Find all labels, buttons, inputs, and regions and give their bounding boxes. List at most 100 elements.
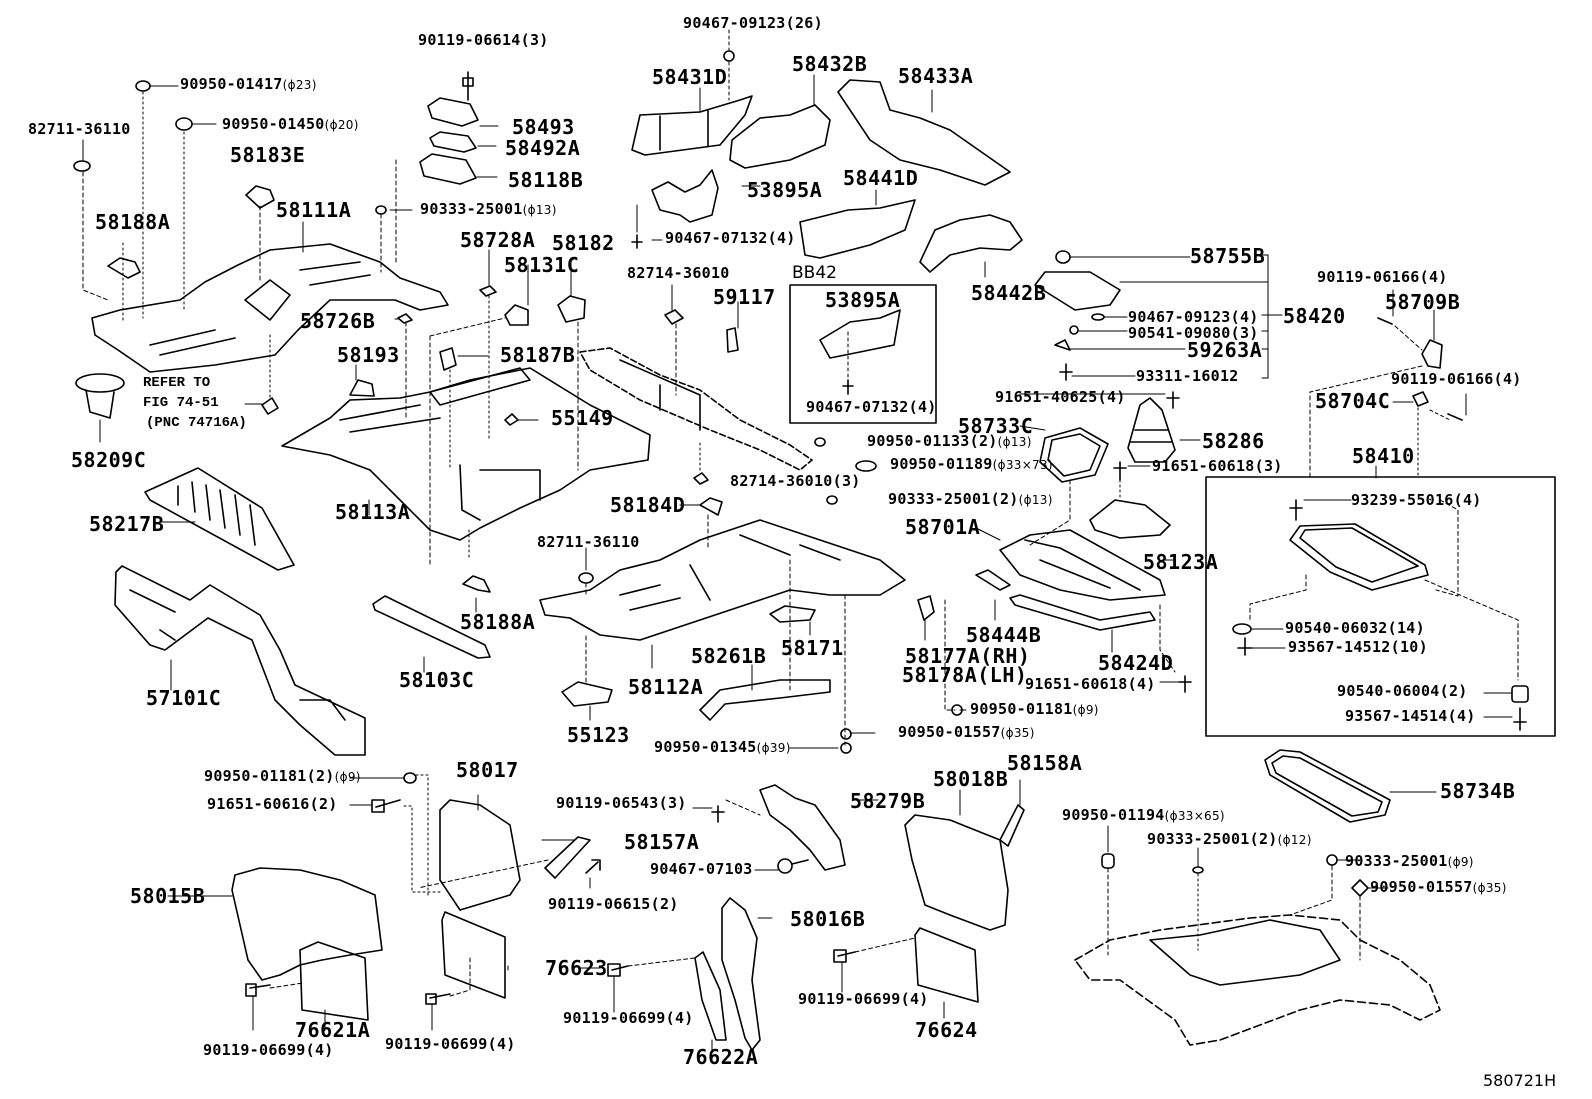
part-label[interactable]: 90467-07132(4) bbox=[806, 398, 937, 416]
part-label[interactable]: 58432B bbox=[792, 52, 868, 76]
part-label[interactable]: 53895A bbox=[747, 178, 823, 202]
part-label[interactable]: 58420 bbox=[1283, 304, 1346, 328]
part-label[interactable]: 58493 bbox=[512, 115, 575, 139]
part-label[interactable]: 58113A bbox=[335, 500, 411, 524]
part-label[interactable]: 58178A(LH) bbox=[902, 663, 1028, 687]
part-label[interactable]: 90333-25001(ϕ13) bbox=[420, 200, 557, 218]
part-label[interactable]: 58016B bbox=[790, 907, 866, 931]
part-label[interactable]: 58123A bbox=[1143, 550, 1219, 574]
part-label[interactable]: 58187B bbox=[500, 343, 576, 367]
part-label[interactable]: 90950-01450(ϕ20) bbox=[222, 115, 359, 133]
part-label[interactable]: 76622A bbox=[683, 1045, 759, 1069]
part-label[interactable]: 90467-09123(4) bbox=[1128, 308, 1259, 326]
part-label[interactable]: 58279B bbox=[850, 789, 926, 813]
part-label[interactable]: 90119-06699(4) bbox=[563, 1009, 694, 1027]
part-label[interactable]: 58728A bbox=[460, 228, 536, 252]
part-label[interactable]: 90119-06699(4) bbox=[798, 990, 929, 1008]
part-label[interactable]: 58209C bbox=[71, 448, 147, 472]
part-label[interactable]: 90540-06004(2) bbox=[1337, 682, 1468, 700]
part-label[interactable]: 55123 bbox=[567, 723, 630, 747]
part-label[interactable]: 58177A(RH) bbox=[905, 644, 1031, 668]
part-label[interactable]: 90119-06166(4) bbox=[1317, 268, 1448, 286]
part-label[interactable]: 90950-01133(2)(ϕ13) bbox=[867, 432, 1032, 450]
part-label[interactable]: 90950-01194(ϕ33×65) bbox=[1062, 806, 1225, 824]
part-label[interactable]: 58188A bbox=[460, 610, 536, 634]
part-label[interactable]: 91651-60618(4) bbox=[1025, 675, 1156, 693]
part-label[interactable]: 90333-25001(2)(ϕ13) bbox=[888, 490, 1053, 508]
part-label[interactable]: 59263A bbox=[1187, 338, 1263, 362]
part-label[interactable]: 76623 bbox=[545, 956, 608, 980]
part-label[interactable]: 58184D bbox=[610, 493, 686, 517]
part-label[interactable]: 58492A bbox=[505, 136, 581, 160]
part-label[interactable]: 90119-06699(4) bbox=[385, 1035, 516, 1053]
part-label[interactable]: 58111A bbox=[276, 198, 352, 222]
part-label[interactable]: 90950-01181(2)(ϕ9) bbox=[204, 767, 361, 785]
part-label[interactable]: 59117 bbox=[713, 285, 776, 309]
part-label[interactable]: 58171 bbox=[781, 636, 844, 660]
part-label[interactable]: 82711-36110 bbox=[537, 533, 640, 551]
refer-note-line2[interactable]: FIG 74-51 bbox=[143, 395, 219, 411]
part-label[interactable]: 91651-60616(2) bbox=[207, 795, 338, 813]
part-label[interactable]: 58444B bbox=[966, 623, 1042, 647]
part-label[interactable]: 58726B bbox=[300, 309, 376, 333]
part-label[interactable]: 58701A bbox=[905, 515, 981, 539]
part-label[interactable]: 90950-01181(ϕ9) bbox=[970, 700, 1099, 718]
part-label[interactable]: 90467-07132(4) bbox=[665, 229, 796, 247]
part-label[interactable]: 90467-09123(26) bbox=[683, 14, 823, 32]
part-label[interactable]: 82714-36010(3) bbox=[730, 472, 861, 490]
part-label[interactable]: 58704C bbox=[1315, 389, 1391, 413]
part-label[interactable]: 57101C bbox=[146, 686, 222, 710]
part-label[interactable]: 76624 bbox=[915, 1018, 978, 1042]
part-label[interactable]: 58410 bbox=[1352, 444, 1415, 468]
part-label[interactable]: 90333-25001(2)(ϕ12) bbox=[1147, 830, 1312, 848]
part-label[interactable]: 90333-25001(ϕ9) bbox=[1345, 852, 1474, 870]
part-label[interactable]: 58015B bbox=[130, 884, 206, 908]
part-label[interactable]: 90467-07103 bbox=[650, 860, 753, 878]
part-label[interactable]: 90950-01189(ϕ33×73) bbox=[890, 455, 1053, 473]
part-label[interactable]: 90950-01345(ϕ39) bbox=[654, 738, 791, 756]
part-label[interactable]: 58261B bbox=[691, 644, 767, 668]
part-label[interactable]: 58709B bbox=[1385, 290, 1461, 314]
part-label[interactable]: 58017 bbox=[456, 758, 519, 782]
part-label[interactable]: 90119-06615(2) bbox=[548, 895, 679, 913]
part-label[interactable]: 90950-01417(ϕ23) bbox=[180, 75, 317, 93]
part-label[interactable]: 90541-09080(3) bbox=[1128, 324, 1259, 342]
part-label[interactable]: 58188A bbox=[95, 210, 171, 234]
part-label[interactable]: 58131C bbox=[504, 253, 580, 277]
part-label[interactable]: 93567-14514(4) bbox=[1345, 707, 1476, 725]
part-label[interactable]: 58433A bbox=[898, 64, 974, 88]
part-label[interactable]: 58286 bbox=[1202, 429, 1265, 453]
part-label[interactable]: 93567-14512(10) bbox=[1288, 638, 1428, 656]
part-label[interactable]: 76621A bbox=[295, 1018, 371, 1042]
part-label[interactable]: 58193 bbox=[337, 343, 400, 367]
part-label[interactable]: 90540-06032(14) bbox=[1285, 619, 1425, 637]
part-label[interactable]: 58424D bbox=[1098, 651, 1174, 675]
part-label[interactable]: 58442B bbox=[971, 281, 1047, 305]
part-label[interactable]: 58018B bbox=[933, 767, 1009, 791]
part-label[interactable]: 58431D bbox=[652, 65, 728, 89]
part-label[interactable]: 58112A bbox=[628, 675, 704, 699]
part-label[interactable]: 58183E bbox=[230, 143, 306, 167]
part-label[interactable]: 55149 bbox=[551, 406, 614, 430]
part-label[interactable]: 90119-06543(3) bbox=[556, 794, 687, 812]
part-label[interactable]: 82711-36110 bbox=[28, 120, 131, 138]
part-label[interactable]: 58158A bbox=[1007, 751, 1083, 775]
part-label[interactable]: 90119-06614(3) bbox=[418, 31, 549, 49]
part-label[interactable]: 90119-06699(4) bbox=[203, 1041, 334, 1059]
part-label[interactable]: 58118B bbox=[508, 168, 584, 192]
part-label[interactable]: 58733C bbox=[958, 414, 1034, 438]
part-label[interactable]: 58441D bbox=[843, 166, 919, 190]
part-label[interactable]: 90950-01557(ϕ35) bbox=[898, 723, 1035, 741]
part-label[interactable]: 91651-60618(3) bbox=[1152, 457, 1283, 475]
part-label[interactable]: 58103C bbox=[399, 668, 475, 692]
part-label[interactable]: 58157A bbox=[624, 830, 700, 854]
part-label[interactable]: 58182 bbox=[552, 231, 615, 255]
part-label[interactable]: 82714-36010 bbox=[627, 264, 730, 282]
part-label[interactable]: 58755B bbox=[1190, 244, 1266, 268]
part-label[interactable]: 53895A bbox=[825, 288, 901, 312]
part-label[interactable]: 93311-16012 bbox=[1136, 367, 1239, 385]
part-label[interactable]: 90119-06166(4) bbox=[1391, 370, 1522, 388]
part-label[interactable]: 58217B bbox=[89, 512, 165, 536]
part-label[interactable]: 90950-01557(ϕ35) bbox=[1370, 878, 1507, 896]
part-label[interactable]: 58734B bbox=[1440, 779, 1516, 803]
